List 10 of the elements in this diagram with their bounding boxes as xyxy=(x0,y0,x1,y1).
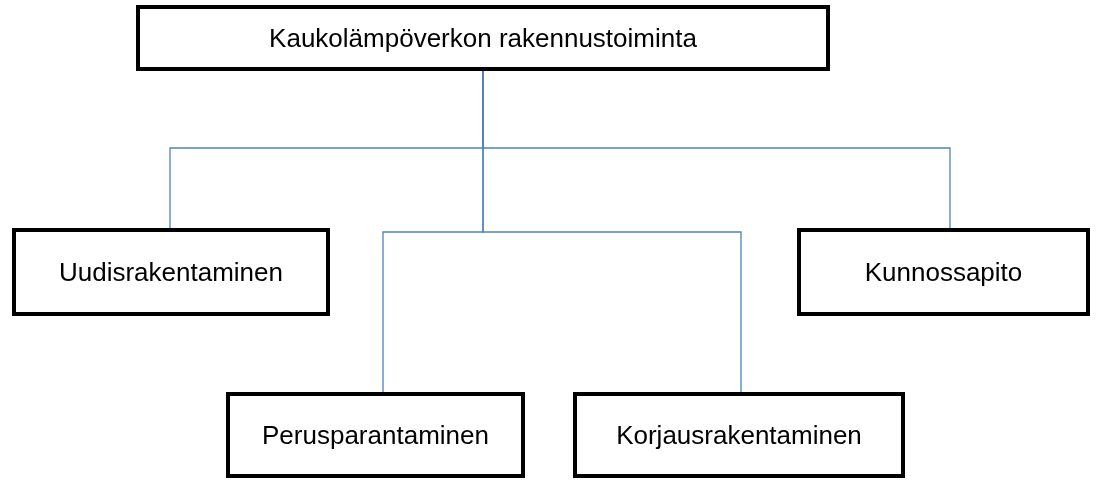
box-label: Kunnossapito xyxy=(864,256,1023,288)
box-label: Korjausrakentaminen xyxy=(616,419,862,451)
category-box xyxy=(797,228,1090,316)
box-label: Kaukolämpöverkon rakennustoiminta xyxy=(269,22,697,54)
category-box xyxy=(573,392,905,478)
box-label: Uudisrakentaminen xyxy=(59,256,283,288)
box-label: Perusparantaminen xyxy=(262,419,489,451)
category-box xyxy=(12,228,330,316)
category-box xyxy=(226,392,525,478)
category-box xyxy=(136,5,830,71)
